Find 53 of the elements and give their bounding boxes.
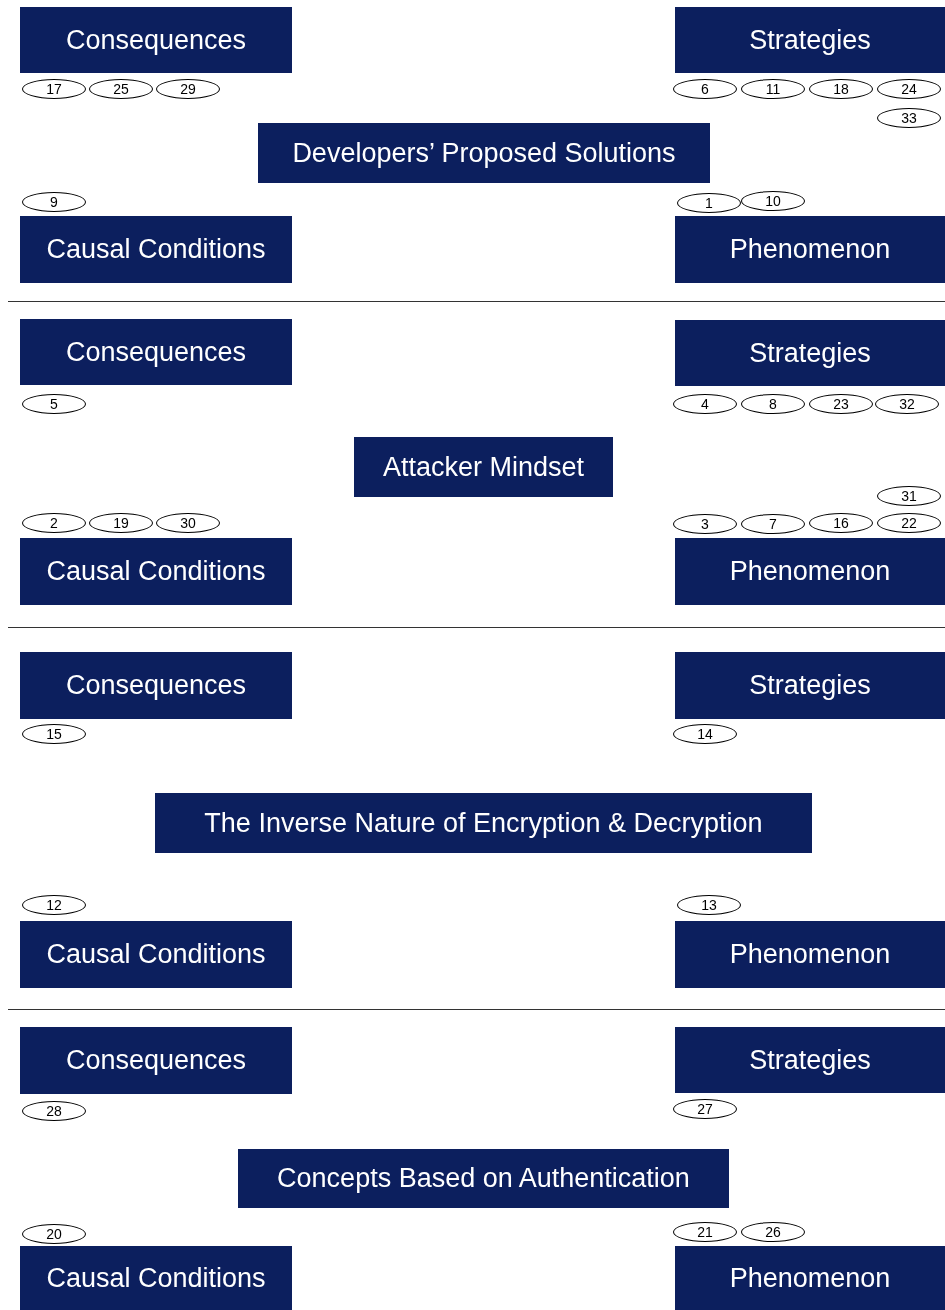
theme-box: Developers’ Proposed Solutions xyxy=(258,123,710,183)
number-oval: 13 xyxy=(677,895,741,915)
number-oval: 4 xyxy=(673,394,737,414)
number-oval: 1 xyxy=(677,193,741,213)
category-box: Strategies xyxy=(675,1027,945,1093)
number-oval: 16 xyxy=(809,513,873,533)
number-oval: 20 xyxy=(22,1224,86,1244)
number-oval: 21 xyxy=(673,1222,737,1242)
category-box: Consequences xyxy=(20,652,292,719)
category-box: Strategies xyxy=(675,320,945,386)
number-oval: 2 xyxy=(22,513,86,533)
category-box: Consequences xyxy=(20,319,292,385)
number-oval: 6 xyxy=(673,79,737,99)
category-box: Causal Conditions xyxy=(20,921,292,988)
number-oval: 11 xyxy=(741,79,805,99)
number-oval: 5 xyxy=(22,394,86,414)
theme-box: The Inverse Nature of Encryption & Decryption xyxy=(155,793,812,853)
category-box: Consequences xyxy=(20,1027,292,1094)
number-oval: 8 xyxy=(741,394,805,414)
number-oval: 26 xyxy=(741,1222,805,1242)
number-oval: 3 xyxy=(673,514,737,534)
number-oval: 29 xyxy=(156,79,220,99)
category-box: Causal Conditions xyxy=(20,538,292,605)
number-oval: 14 xyxy=(673,724,737,744)
number-oval: 17 xyxy=(22,79,86,99)
number-oval: 33 xyxy=(877,108,941,128)
category-box: Strategies xyxy=(675,652,945,719)
number-oval: 9 xyxy=(22,192,86,212)
category-box: Causal Conditions xyxy=(20,216,292,283)
category-box: Consequences xyxy=(20,7,292,73)
number-oval: 25 xyxy=(89,79,153,99)
number-oval: 28 xyxy=(22,1101,86,1121)
category-box: Causal Conditions xyxy=(20,1246,292,1310)
number-oval: 15 xyxy=(22,724,86,744)
category-box: Phenomenon xyxy=(675,921,945,988)
number-oval: 31 xyxy=(877,486,941,506)
number-oval: 24 xyxy=(877,79,941,99)
category-box: Phenomenon xyxy=(675,1246,945,1310)
number-oval: 7 xyxy=(741,514,805,534)
category-box: Strategies xyxy=(675,7,945,73)
number-oval: 10 xyxy=(741,191,805,211)
number-oval: 23 xyxy=(809,394,873,414)
number-oval: 22 xyxy=(877,513,941,533)
number-oval: 27 xyxy=(673,1099,737,1119)
number-oval: 30 xyxy=(156,513,220,533)
number-oval: 32 xyxy=(875,394,939,414)
number-oval: 19 xyxy=(89,513,153,533)
theme-box: Concepts Based on Authentication xyxy=(238,1149,729,1208)
category-box: Phenomenon xyxy=(675,216,945,283)
number-oval: 18 xyxy=(809,79,873,99)
theme-box: Attacker Mindset xyxy=(354,437,613,497)
number-oval: 12 xyxy=(22,895,86,915)
category-box: Phenomenon xyxy=(675,538,945,605)
